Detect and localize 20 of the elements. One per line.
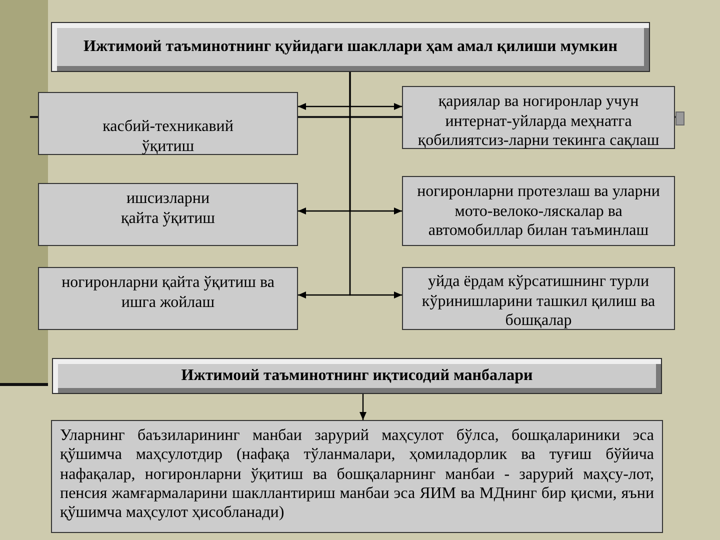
header-text: Ижтимоий таъминотнинг қуйидаги шакллари ҳам амал қилиши мумкин: [84, 37, 618, 57]
box-label: ишсизларни қайта ўқитиш: [120, 189, 216, 228]
process-box: [38, 267, 298, 330]
box-label: ногиронларни протезлаш ва уларни мото-велоко-ляскалар ва автомобиллар билан таъминлаш: [416, 182, 661, 240]
process-box: [402, 176, 675, 246]
text-box: [51, 420, 663, 533]
arrow: [349, 72, 402, 298]
process-box: [38, 92, 298, 155]
paragraph-text: Уларнинг баъзиларининг манбаи зарурий маҳсулот бўлса, бошқалариники эса қўшимча маҳсулотдир (нафақа тўланмалари, ҳомиладорлик ва туғиш бўйича нафақалар, ногиронларни ўқитиш ва бошқаларнинг манбаи - зарурий маҳсу-лот, пенсия жамғармаларини шакллантириш манбаи эса ЯИМ ва МДнинг бир қисми, яъни қўшимча маҳсулот ҳисобланади): [60, 426, 654, 522]
process-box: [38, 183, 298, 246]
process-box: [402, 86, 675, 149]
header-text: Ижтимоий таъминотнинг иқтисодий манбалари: [181, 366, 533, 386]
header-box: [52, 358, 662, 394]
box-label: уйда ёрдам кўрсатишнинг турли кўринишларини ташкил қилиш ва бошқалар: [420, 272, 656, 330]
header-box: [51, 22, 650, 72]
arrow: [360, 394, 366, 420]
box-label: қариялар ва ногиронлар учун интернат-уйларда меҳнатга қобилиятсиз-ларни текинга сақлаш: [416, 92, 660, 150]
box-label: касбий-техникавий ўқитиш: [102, 117, 234, 156]
process-box: [402, 267, 675, 330]
box-label: ногиронларни қайта ўқитиш ва ишга жойлаш: [60, 273, 276, 312]
